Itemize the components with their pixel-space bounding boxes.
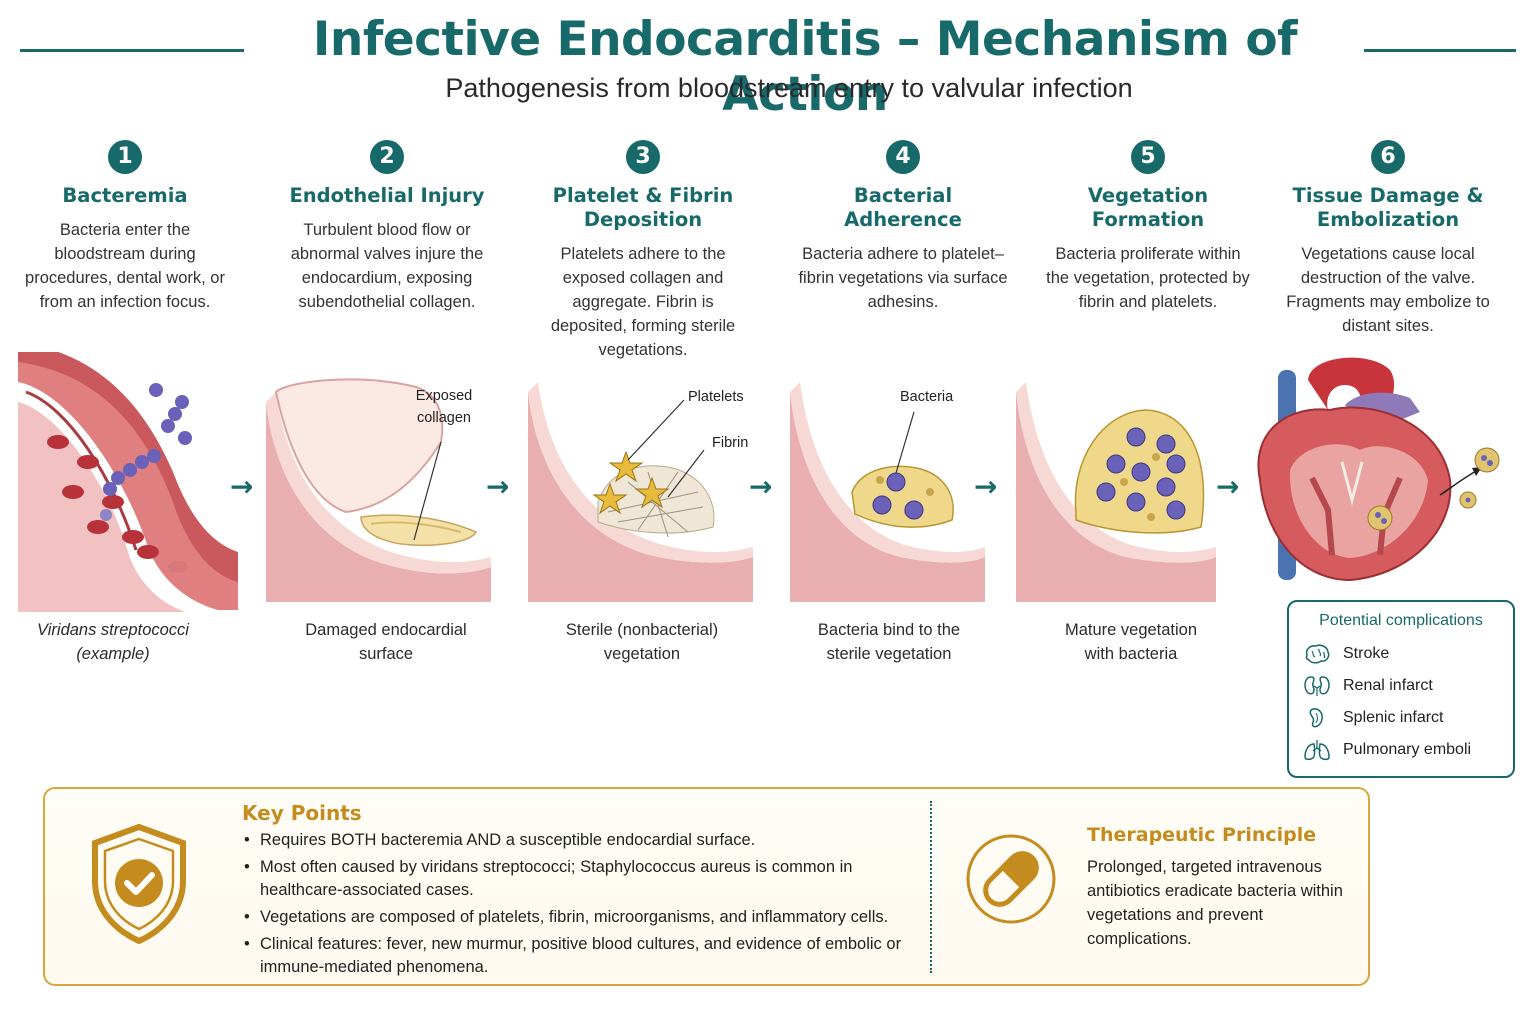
therapeutic-title: Therapeutic Principle [1087,824,1317,846]
spleen-icon [1309,708,1323,728]
page-subtitle: Pathogenesis from bloodstream entry to v… [445,73,1133,103]
panel-divider [930,801,932,973]
step-number: 2 [370,140,404,174]
complication-label: Stroke [1343,645,1390,662]
step-4: 4 Bacterial Adherence Bacteria adhere to… [792,140,1014,314]
arrow-icon: → [974,470,998,503]
caption-endothelial-injury: Damaged endocardial surface [305,621,467,663]
title-rule-left [20,49,244,52]
complication-label: Pulmonary emboli [1343,741,1472,758]
arrow-icon: → [486,470,510,503]
caption-platelet-fibrin: Sterile (nonbacterial) vegetation [565,621,719,663]
bacterial-adherence-illustration [790,382,985,602]
step-number: 6 [1371,140,1405,174]
complication-item: Splenic infarct [1303,702,1499,734]
key-point-item: Vegetations are composed of platelets, f… [242,906,922,929]
complications-title: Potential complications [1319,612,1483,629]
caption-bacterial-adherence: Bacteria bind to the sterile vegetation [817,621,961,663]
step-number: 3 [626,140,660,174]
step-description: Platelets adhere to the exposed collagen… [550,245,736,359]
blood-vessel-illustration [18,352,238,612]
step-description: Bacteria adhere to platelet–fibrin veget… [798,245,1008,311]
complication-label: Splenic infarct [1343,709,1444,726]
caption-bacteremia: Viridans streptococci (example) [37,621,189,663]
arrow-icon: → [749,470,773,503]
key-point-item: Most often caused by viridans streptococ… [242,856,922,902]
complication-item: Stroke [1303,638,1499,670]
step-title: Vegetation Formation [1087,184,1209,231]
step-5: 5 Vegetation Formation Bacteria prolifer… [1046,140,1250,314]
kidney-icon [1304,676,1330,696]
complication-item: Pulmonary emboli [1303,734,1499,766]
step-number: 5 [1131,140,1165,174]
complications-panel: Potential complications Stroke Renal inf… [1287,600,1515,778]
label-exposed-collagen: Exposed collagen [415,388,473,426]
key-points-title: Key Points [242,801,362,825]
header: Infective Endocarditis – Mechanism of Ac… [0,0,1536,122]
step-description: Vegetations cause local destruction of t… [1286,245,1490,335]
page-title: Infective Endocarditis – Mechanism of Ac… [312,12,1298,122]
step-number: 4 [886,140,920,174]
mature-vegetation-illustration [1016,382,1216,602]
key-points-list: Requires BOTH bacteremia AND a susceptib… [242,829,922,983]
step-title: Platelet & Fibrin Deposition [552,184,734,231]
step-2: 2 Endothelial Injury Turbulent blood flo… [282,140,492,314]
pill-capsule-icon [966,834,1056,924]
step-title: Bacterial Adherence [844,184,962,231]
arrow-icon: → [230,470,254,503]
key-point-item: Requires BOTH bacteremia AND a susceptib… [242,829,922,852]
brain-icon [1305,644,1330,664]
step-3: 3 Platelet & Fibrin Deposition Platelets… [548,140,738,362]
heart-illustration [1257,357,1500,582]
complication-item: Renal infarct [1303,670,1499,702]
label-fibrin: Fibrin [712,435,749,451]
title-rule-right [1364,49,1516,52]
label-platelets: Platelets [688,389,744,405]
therapeutic-text: Prolonged, targeted intravenous antibiot… [1087,858,1343,948]
step-title: Endothelial Injury [289,184,485,207]
caption-vegetation: Mature vegetation with bacteria [1064,621,1198,663]
damaged-endocardium-illustration [266,378,491,602]
step-description: Bacteria proliferate within the vegetati… [1046,245,1250,311]
step-title: Tissue Damage & Embolization [1292,184,1484,231]
step-description: Bacteria enter the bloodstream during pr… [25,221,225,311]
shield-check-icon [92,823,186,945]
key-point-item: Clinical features: fever, new murmur, po… [242,933,922,979]
key-points-panel: Key Points Requires BOTH bacteremia AND … [43,787,1370,986]
sterile-vegetation-illustration [528,382,753,602]
step-title: Bacteremia [62,184,188,207]
label-bacteria: Bacteria [900,389,954,405]
step-number: 1 [108,140,142,174]
complication-label: Renal infarct [1343,677,1433,694]
step-1: 1 Bacteremia Bacteria enter the bloodstr… [20,140,230,314]
lungs-icon [1304,740,1330,761]
step-description: Turbulent blood flow or abnormal valves … [290,221,484,311]
arrow-icon: → [1216,470,1240,503]
step-6: 6 Tissue Damage & Embolization Vegetatio… [1286,140,1490,338]
